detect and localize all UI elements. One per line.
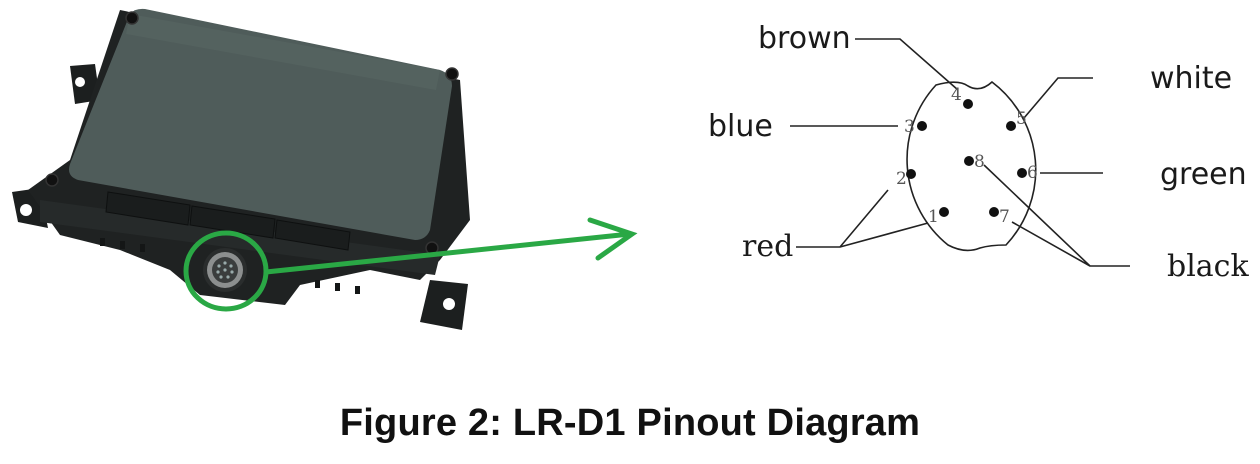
label-black: black	[1167, 249, 1249, 284]
connector-outline	[906, 80, 1037, 252]
connector-port	[203, 248, 247, 292]
pin-numbers: 1 2 3 4 5 6 7 8	[896, 85, 1038, 227]
label-blue: blue	[708, 109, 773, 144]
pin-number-8: 8	[974, 152, 985, 172]
pin-5	[1006, 121, 1016, 131]
leader-red	[796, 189, 929, 248]
leader-white	[1023, 77, 1093, 119]
pin-number-2: 2	[896, 169, 907, 189]
pinout-diagram	[790, 38, 1130, 267]
pin-7	[989, 207, 999, 217]
label-green: green	[1160, 157, 1247, 192]
screw-icons	[45, 11, 459, 255]
figure-caption: Figure 2: LR-D1 Pinout Diagram	[339, 402, 921, 444]
pin-3	[917, 121, 927, 131]
pin-number-1: 1	[928, 207, 939, 227]
leader-brown	[855, 38, 959, 91]
pin-4	[963, 99, 973, 109]
pin-1	[939, 207, 949, 217]
pin-number-3: 3	[904, 117, 915, 137]
device-illustration	[12, 8, 638, 330]
connector-highlight	[183, 217, 638, 312]
leader-black	[983, 164, 1130, 267]
pin-number-7: 7	[999, 207, 1010, 227]
mounting-tab-front-right	[420, 280, 468, 330]
arrow-icon	[263, 231, 633, 275]
pin-number-5: 5	[1016, 109, 1027, 129]
pins	[906, 99, 1027, 217]
pin-6	[1017, 168, 1027, 178]
label-white: white	[1150, 61, 1232, 96]
pin-2	[906, 169, 916, 179]
pin-number-6: 6	[1027, 163, 1038, 183]
label-brown: brown	[758, 21, 851, 56]
label-red: red	[742, 229, 793, 264]
pin-number-4: 4	[951, 85, 962, 105]
wire-labels: brown white blue green red black	[708, 21, 1249, 284]
pin-8	[964, 156, 974, 166]
